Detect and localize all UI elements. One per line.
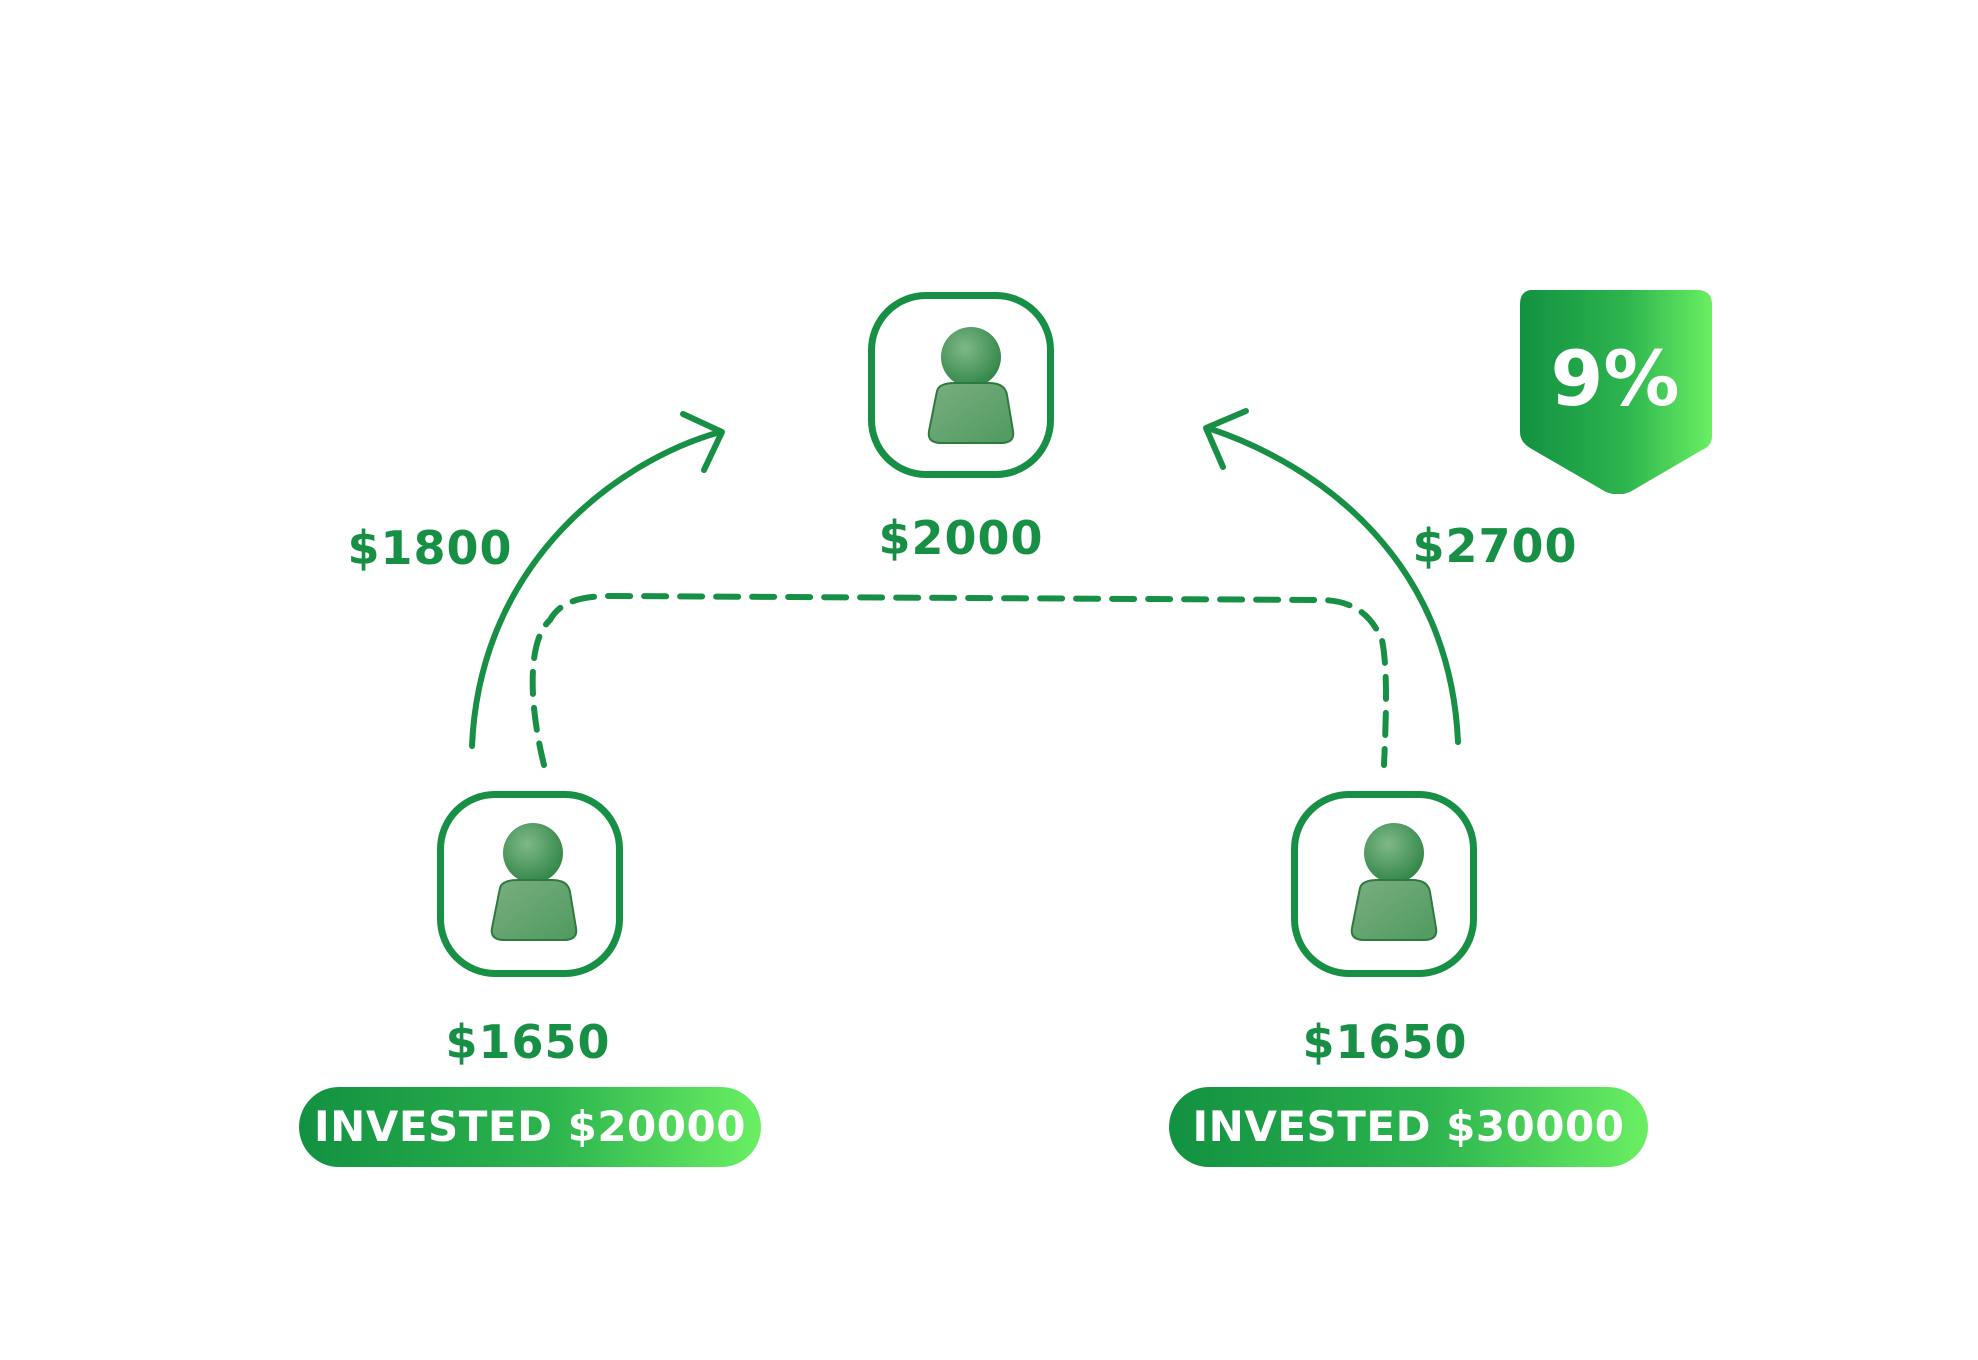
rate-value: 9%: [1550, 334, 1680, 423]
right-flow-amount: $2700: [1412, 519, 1578, 573]
top-person-amount: $2000: [878, 511, 1044, 565]
person-icon: [1350, 823, 1438, 941]
rate-tag-icon: [1520, 290, 1712, 494]
right-invested-badge: INVESTED $30000: [1169, 1087, 1648, 1167]
top-person-card: [868, 292, 1054, 478]
left-person-amount: $1650: [445, 1015, 611, 1069]
left-person-card: [437, 791, 623, 977]
dashed-link-between-investors: [529, 592, 1389, 768]
left-invested-badge: INVESTED $20000: [299, 1087, 761, 1167]
right-person-card: [1291, 791, 1477, 977]
rate-tag: 9%: [1518, 288, 1712, 494]
right-person-amount: $1650: [1302, 1015, 1468, 1069]
up-right-arrow-icon: [469, 411, 725, 749]
up-left-arrow-icon: [1203, 408, 1461, 745]
person-icon: [927, 327, 1015, 444]
left-flow-amount: $1800: [347, 521, 513, 575]
person-icon: [490, 823, 578, 941]
